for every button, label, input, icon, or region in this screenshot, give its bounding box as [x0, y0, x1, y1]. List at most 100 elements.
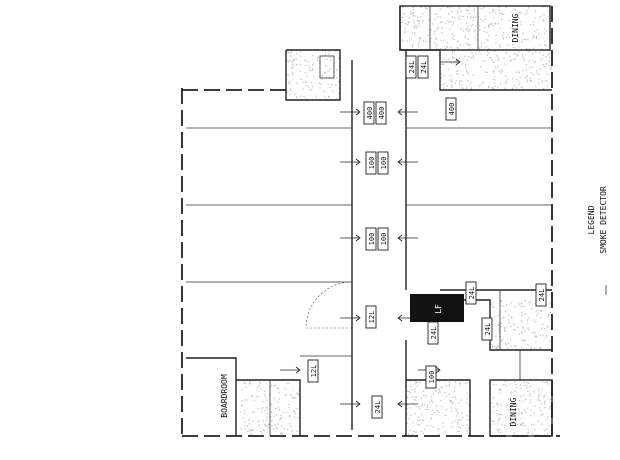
seat-tag-label: 100: [380, 157, 388, 170]
speckle-dot: [479, 29, 481, 31]
speckle-dot: [527, 431, 530, 433]
speckle-dot: [444, 392, 446, 394]
speckle-dot: [277, 406, 279, 408]
speckle-dot: [450, 46, 452, 49]
speckle-dot: [529, 77, 531, 79]
speckle-dot: [450, 75, 452, 77]
speckle-dot: [551, 67, 553, 69]
speckle-dot: [532, 52, 534, 54]
speckle-dot: [521, 423, 523, 426]
speckle-dot: [432, 426, 434, 428]
speckle-dot: [519, 77, 521, 79]
speckle-dot: [492, 25, 494, 27]
speckle-dot: [431, 413, 433, 415]
speckle-dot: [460, 28, 462, 30]
speckle-dot: [291, 434, 293, 436]
speckle-dot: [443, 58, 445, 60]
speckle-dot: [277, 427, 279, 429]
speckle-dot: [470, 57, 472, 59]
speckle-dot: [457, 10, 459, 12]
speckle-dot: [542, 323, 544, 325]
speckle-dot: [525, 411, 527, 413]
speckle-dot: [258, 384, 260, 386]
seat-tag-box: [363, 101, 375, 125]
speckle-dot: [414, 380, 416, 382]
speckle-dot: [539, 43, 541, 46]
speckle-dot: [455, 410, 457, 412]
speckle-dot: [514, 329, 516, 331]
speckle-dot: [422, 419, 424, 421]
seat-tag-label: 100: [428, 371, 436, 384]
speckle-dot: [497, 66, 499, 68]
speckle-dot: [251, 395, 253, 397]
speckle-dot: [493, 16, 495, 19]
speckle-dot: [260, 431, 262, 433]
speckle-dot: [471, 24, 473, 26]
speckle-dot: [285, 394, 288, 396]
speckle-dot: [306, 75, 308, 77]
speckle-dot: [448, 382, 450, 384]
speckle-dot: [468, 73, 470, 75]
speckle-dot: [413, 430, 415, 432]
speckle-dot: [498, 9, 500, 11]
speckle-dot: [540, 317, 542, 319]
speckle-dot: [418, 40, 420, 43]
speckle-dot: [466, 402, 468, 404]
speckle-dot: [535, 37, 538, 39]
speckle-dot: [527, 432, 529, 434]
speckle-dot: [321, 78, 323, 80]
speckle-dot: [518, 71, 521, 73]
speckle-dot: [418, 20, 420, 22]
speckle-dot: [455, 82, 457, 84]
speckle-dot: [432, 393, 434, 395]
speckle-dot: [462, 416, 464, 419]
speckle-dot: [484, 60, 486, 62]
speckle-dot: [451, 50, 453, 52]
speckle-dot: [497, 420, 499, 422]
speckle-dot: [538, 309, 540, 312]
speckle-dot: [414, 15, 416, 17]
speckle-dot: [434, 30, 436, 33]
speckle-dot: [471, 51, 473, 54]
speckle-dot: [534, 331, 536, 333]
speckle-dot: [526, 12, 528, 14]
speckle-texture: [240, 6, 554, 438]
speckle-dot: [409, 38, 411, 40]
speckle-dot: [426, 8, 428, 10]
speckle-dot: [450, 62, 452, 64]
speckle-dot: [284, 388, 286, 390]
speckle-dot: [300, 95, 302, 97]
speckle-dot: [516, 78, 518, 81]
speckle-dot: [481, 45, 483, 48]
speckle-dot: [289, 80, 291, 82]
speckle-dot: [497, 23, 499, 25]
speckle-dot: [441, 406, 443, 408]
speckle-dot: [416, 381, 418, 383]
speckle-dot: [270, 386, 272, 388]
speckle-dot: [283, 427, 286, 429]
speckle-dot: [523, 60, 525, 62]
speckle-dot: [521, 314, 523, 317]
speckle-dot: [544, 44, 546, 46]
speckle-dot: [287, 74, 289, 76]
speckle-dot: [458, 57, 460, 59]
speckle-dot: [517, 408, 519, 410]
speckle-dot: [275, 414, 278, 416]
speckle-dot: [308, 67, 311, 69]
arrow-head: [355, 314, 361, 322]
speckle-dot: [541, 414, 543, 416]
speckle-dot: [491, 420, 493, 423]
speckle-dot: [515, 404, 517, 406]
speckle-dot: [498, 58, 500, 61]
speckle-dot: [533, 412, 535, 414]
speckle-dot: [496, 429, 498, 431]
speckle-dot: [434, 38, 437, 40]
speckle-dot: [534, 347, 536, 349]
speckle-dot: [251, 429, 253, 431]
speckle-dot: [437, 429, 439, 431]
speckle-dot: [245, 386, 247, 388]
speckle-dot: [492, 10, 495, 12]
speckle-dot: [404, 32, 406, 34]
arrow-head: [355, 158, 361, 166]
speckle-dot: [488, 26, 490, 28]
